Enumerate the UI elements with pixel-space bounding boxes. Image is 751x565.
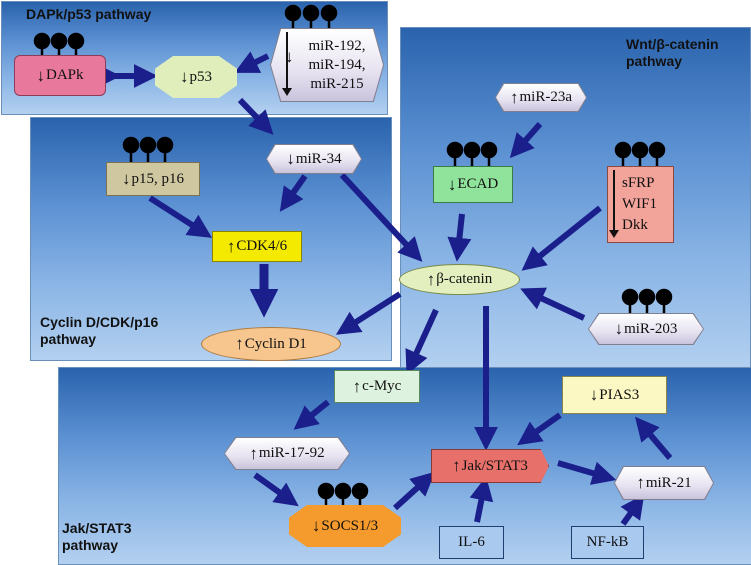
arrow-pias3-jakstat3: [517, 412, 562, 446]
p53-label: p53: [189, 68, 213, 85]
lollipop-methylation-icon: [317, 482, 369, 506]
sfrp-wif1-dkk-node: sFRP WIF1 Dkk: [607, 166, 674, 243]
ecad-label: ECAD: [457, 176, 499, 192]
mir-34-label: miR-34: [295, 150, 342, 167]
mir-21-label: miR-21: [645, 474, 692, 491]
socs1-3-node: SOCS1/3: [289, 505, 401, 547]
arrow-il6-jakstat3: [469, 476, 494, 523]
arrow-mir1792-socs: [253, 472, 299, 507]
arrow-mir34-bcatenin: [339, 172, 423, 262]
wif1-label: WIF1: [622, 196, 657, 212]
pias3-label: PIAS3: [599, 386, 640, 403]
c-myc-node: c-Myc: [334, 370, 420, 403]
mir-17-92-node: miR-17-92: [224, 437, 350, 470]
cyclin-d1-label: Cyclin D1: [244, 335, 307, 352]
beta-catenin-label: β-catenin: [436, 271, 493, 287]
mir-23a-node: miR-23a: [495, 83, 587, 112]
dapk-node: DAPk: [14, 55, 106, 96]
cdk4-6-node: CDK4/6: [212, 231, 302, 262]
il-6-node: IL-6: [439, 526, 504, 559]
arrow-mir203-bcatenin: [520, 287, 586, 321]
jak-stat3-node: Jak/STAT3: [431, 449, 549, 483]
arrow-cmyc-mir1792: [293, 399, 330, 430]
lollipop-methylation-icon: [621, 288, 673, 314]
dapk-label: DAPk: [45, 67, 84, 83]
mir-192-decrease-arrowhead-icon: [282, 88, 292, 96]
lollipop-methylation-icon: [446, 141, 498, 167]
ecad-node: ECAD: [433, 166, 513, 203]
arrow-jakstat3-mir21: [557, 460, 617, 485]
socs1-3-label: SOCS1/3: [321, 517, 379, 534]
arrow-mir21-pias3: [635, 416, 673, 460]
mir-192-label: miR-192,: [308, 37, 366, 54]
mir-21-node: miR-21: [614, 466, 714, 500]
arrow-p53-mir34: [237, 97, 274, 135]
lollipop-methylation-icon: [284, 4, 338, 32]
lollipop-methylation-icon: [122, 136, 174, 162]
dkk-label: Dkk: [622, 217, 648, 233]
lollipop-methylation-icon: [33, 32, 85, 56]
arrow-sfrp-bcatenin: [521, 205, 602, 271]
methylation-pins: [33, 4, 673, 506]
nf-kb-label: NF-kB: [586, 534, 629, 550]
pias3-node: PIAS3: [562, 376, 667, 414]
c-myc-label: c-Myc: [362, 378, 402, 394]
p15-p16-label: p15, p16: [131, 170, 185, 187]
p53-node: p53: [155, 56, 237, 98]
mir-203-label: miR-203: [624, 320, 678, 337]
dapk-p53-panel-title: DAPk/p53 pathway: [26, 6, 152, 22]
arrow-mir34-cdk46: [279, 174, 308, 212]
mir-34-node: miR-34: [266, 144, 362, 174]
lollipop-methylation-icon: [614, 141, 666, 167]
arrow-p15-cdk46: [148, 195, 213, 238]
arrow-bcatenin-cyclind1: [335, 291, 402, 335]
sfrp-decrease-arrowhead-icon: [609, 230, 619, 238]
cyclin-d1-node: Cyclin D1: [201, 327, 341, 361]
mir-192-decrease-arrow-icon: [286, 32, 288, 92]
mir-203-node: miR-203: [588, 313, 704, 345]
il-6-label: IL-6: [458, 534, 485, 550]
cdk4-6-label: CDK4/6: [236, 238, 288, 254]
arrow-mir23a-ecad: [509, 122, 543, 159]
mir-23a-label: miR-23a: [519, 89, 573, 105]
beta-catenin-node: β-catenin: [399, 264, 520, 295]
sfrp-decrease-arrow-icon: [613, 170, 615, 234]
arrow-nfkb-mir21: [620, 494, 645, 526]
arrow-bcatenin-cmyc: [405, 308, 439, 375]
nf-kb-node: NF-kB: [571, 526, 644, 559]
arrow-mir192-p53: [234, 51, 270, 73]
arrow-socs-jakstat3: [392, 471, 436, 511]
mir-215-label: miR-215: [310, 75, 364, 92]
arrow-ecad-bcatenin: [447, 213, 472, 262]
mir-194-label: miR-194,: [308, 56, 366, 73]
mir-17-92-label: miR-17-92: [258, 445, 325, 461]
sfrp-label: sFRP: [622, 175, 655, 191]
jak-stat3-label: Jak/STAT3: [461, 457, 528, 474]
p15-p16-node: p15, p16: [106, 162, 200, 196]
